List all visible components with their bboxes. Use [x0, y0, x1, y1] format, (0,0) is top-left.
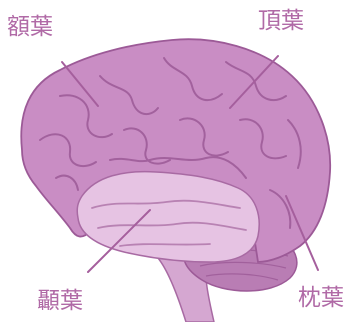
occipital-lobe-label: 枕葉 — [298, 287, 344, 310]
frontal-lobe-label: 額葉 — [7, 16, 53, 39]
temporal-lobe-label: 顳葉 — [37, 290, 83, 313]
temporal-lobe — [77, 172, 259, 262]
parietal-lobe-label: 頂葉 — [258, 10, 304, 33]
